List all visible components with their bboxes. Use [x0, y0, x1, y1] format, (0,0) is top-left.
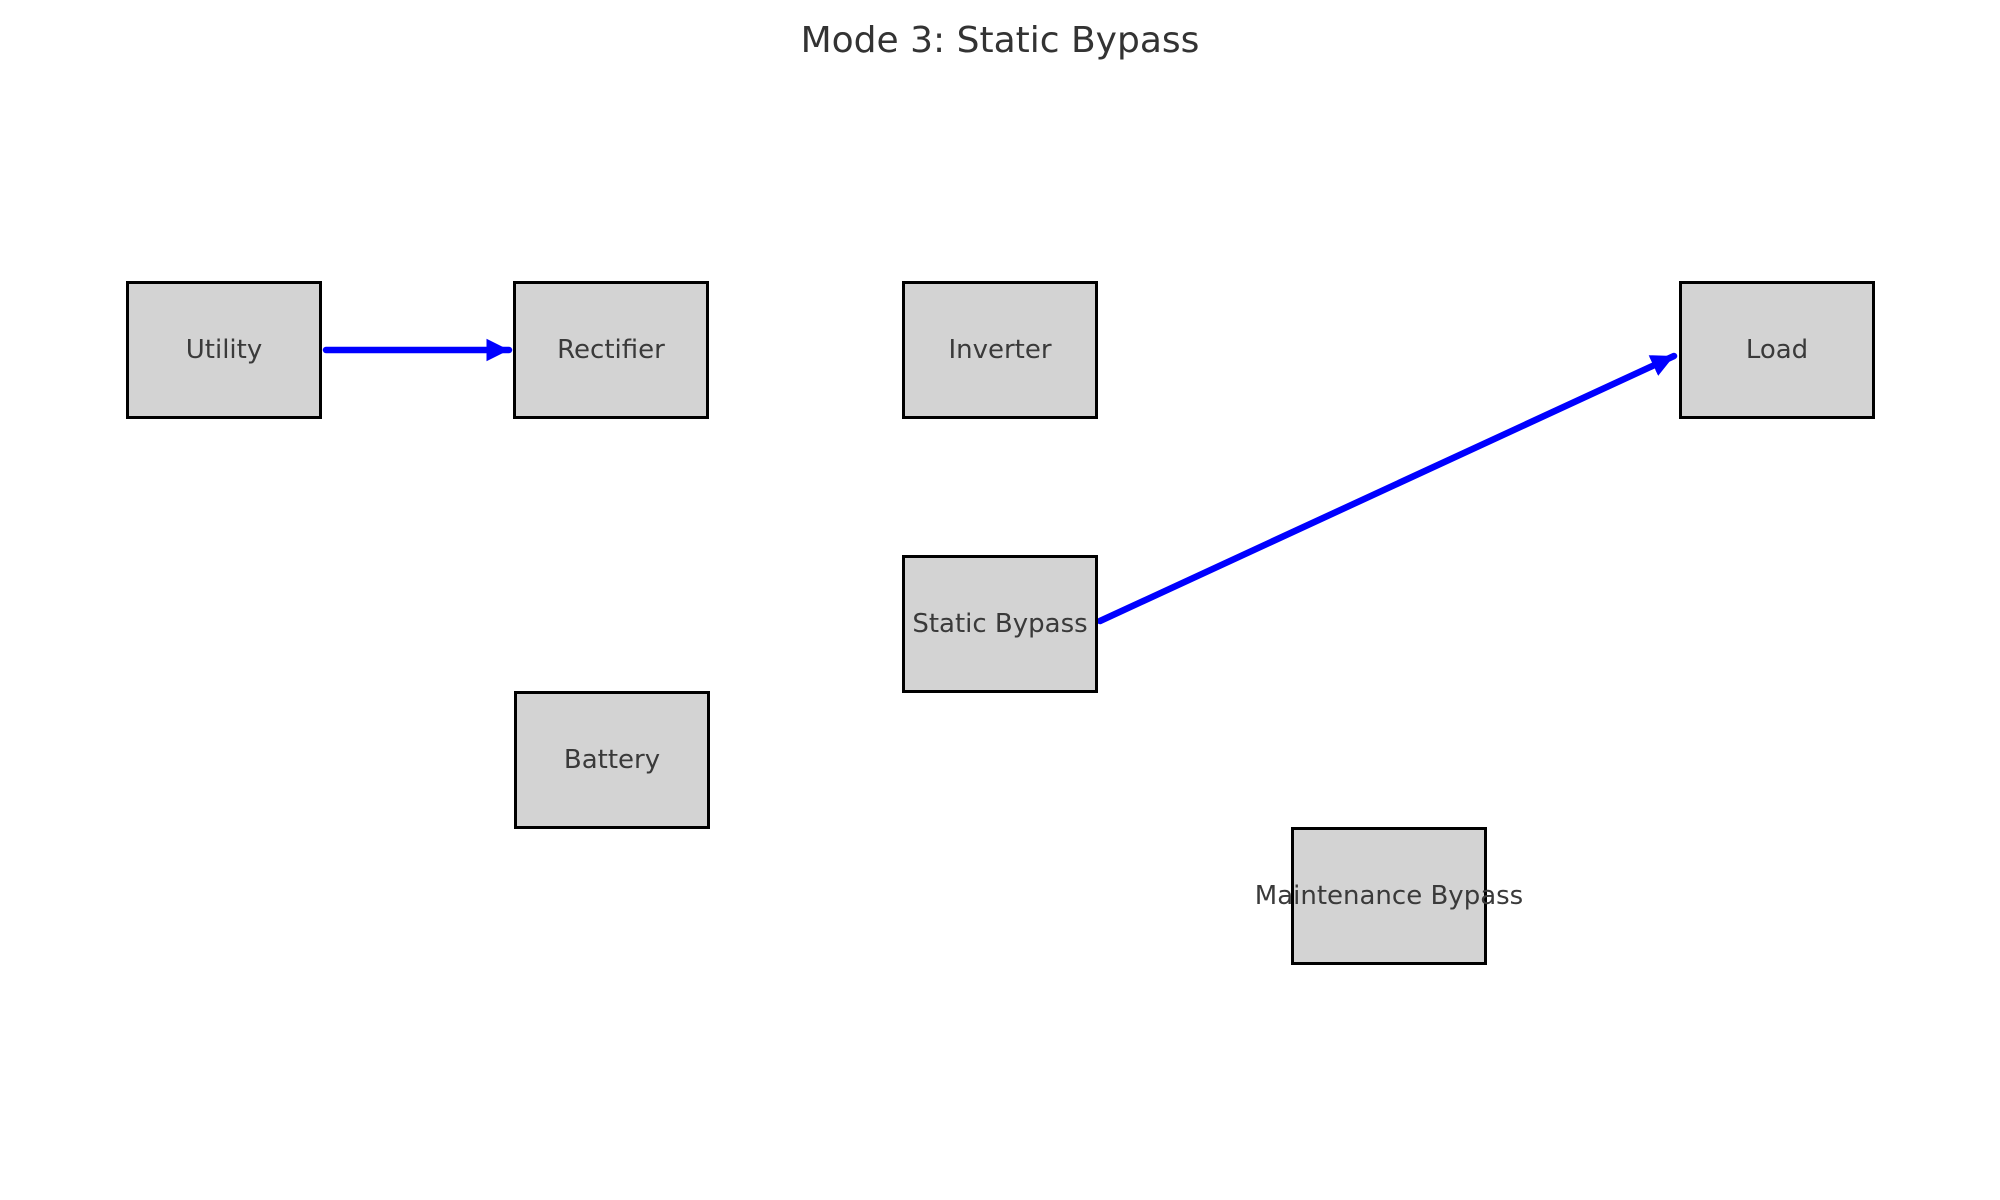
node-battery: Battery — [514, 691, 710, 829]
node-inverter: Inverter — [902, 281, 1098, 419]
node-label-inverter: Inverter — [948, 335, 1052, 365]
diagram-title: Mode 3: Static Bypass — [800, 20, 1200, 61]
node-label-battery: Battery — [563, 745, 661, 775]
edge-static-bypass-to-load — [1096, 352, 1678, 625]
node-static-bypass: Static Bypass — [902, 555, 1098, 693]
node-label-rectifier: Rectifier — [557, 335, 665, 365]
node-load: Load — [1679, 281, 1875, 419]
node-label-utility: Utility — [185, 335, 263, 365]
node-label-maintenance-bypass: Maintenance Bypass — [1254, 881, 1524, 911]
node-maintenance-bypass: Maintenance Bypass — [1255, 827, 1523, 965]
node-label-static-bypass: Static Bypass — [912, 609, 1088, 639]
node-utility: Utility — [126, 281, 322, 419]
node-label-load: Load — [1745, 335, 1809, 365]
node-rectifier: Rectifier — [513, 281, 709, 419]
